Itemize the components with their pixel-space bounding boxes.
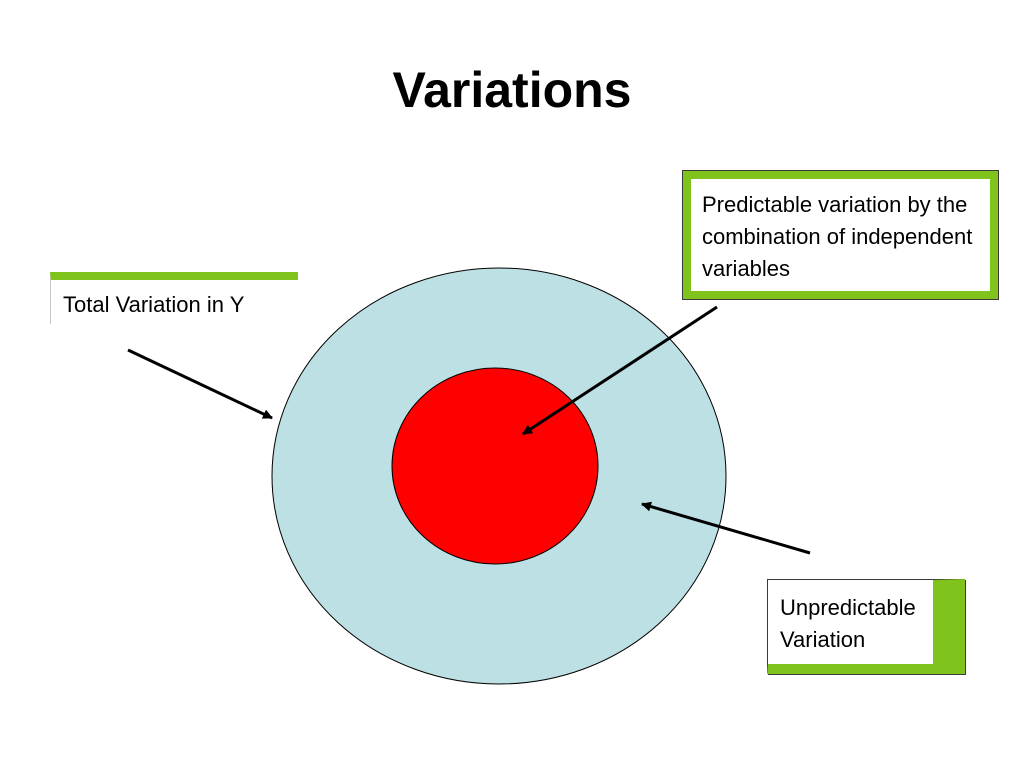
predictable-variation-label-box: Predictable variation by the combination… (682, 170, 999, 300)
unpredictable-variation-label: Unpredictable Variation (780, 595, 916, 652)
arrow-unpredictable-to-ring (641, 501, 811, 555)
predictable-variation-circle (391, 367, 599, 565)
arrow-predictable-to-inner-circle (522, 305, 718, 436)
arrow-total-to-outer-circle (127, 348, 273, 420)
total-variation-label-box: Total Variation in Y (50, 272, 298, 324)
slide-title: Variations (392, 62, 632, 118)
predictable-variation-label: Predictable variation by the combination… (702, 192, 973, 281)
total-variation-label: Total Variation in Y (63, 292, 245, 317)
unpredictable-variation-label-box: Unpredictable Variation (767, 579, 965, 674)
